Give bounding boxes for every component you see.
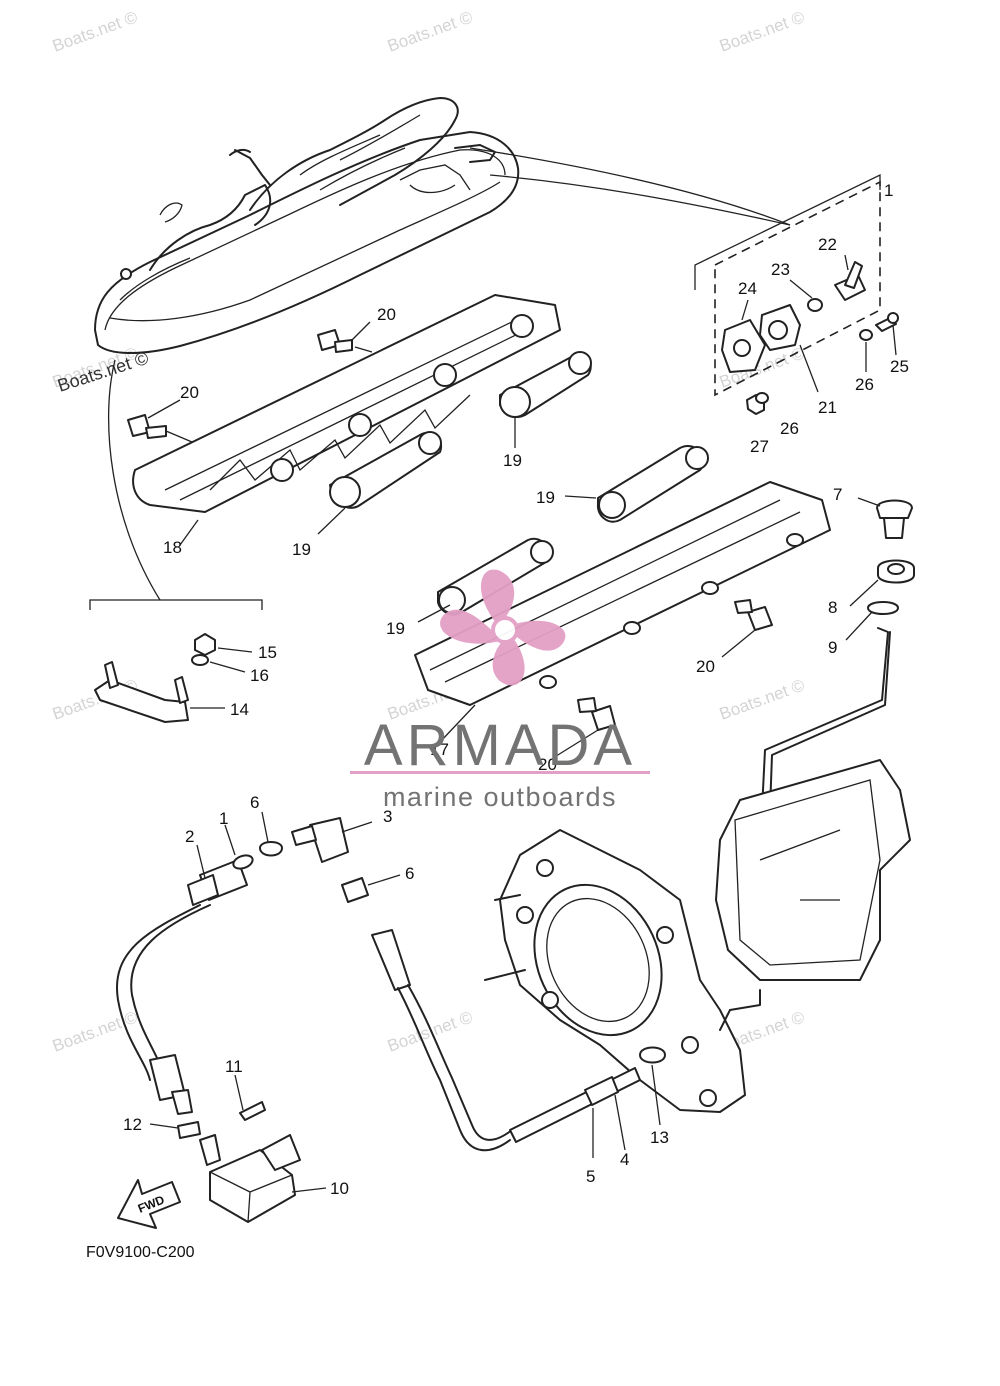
callout-19: 19 bbox=[536, 488, 555, 507]
callout-1: 1 bbox=[219, 809, 228, 828]
callout-6: 6 bbox=[405, 864, 414, 883]
callout-23: 23 bbox=[771, 260, 790, 279]
callout-11: 11 bbox=[225, 1057, 243, 1076]
callout-13: 13 bbox=[650, 1128, 669, 1147]
callout-18: 18 bbox=[163, 538, 182, 557]
diagram-code: F0V9100-C200 bbox=[86, 1244, 195, 1261]
brand-name: ARMADA bbox=[364, 713, 636, 778]
callout-2: 2 bbox=[185, 827, 194, 846]
callout-4: 4 bbox=[620, 1150, 629, 1169]
callout-19: 19 bbox=[292, 540, 311, 559]
leader-line bbox=[469, 147, 791, 226]
callout-1-top: 1 bbox=[884, 181, 893, 200]
callout-7: 7 bbox=[833, 485, 842, 504]
callout-5: 5 bbox=[586, 1167, 595, 1186]
control-unit-parts: 11 12 10 bbox=[123, 1057, 349, 1223]
callout-12: 12 bbox=[123, 1115, 142, 1134]
brand-divider bbox=[350, 771, 650, 774]
callout-6: 6 bbox=[250, 793, 259, 812]
leader-line bbox=[489, 174, 791, 226]
callout-17: 17 bbox=[430, 740, 449, 759]
bracket-inset: 15 16 14 bbox=[89, 599, 277, 723]
callout-8: 8 bbox=[828, 598, 837, 617]
callout-19: 19 bbox=[503, 451, 522, 470]
callout-27: 27 bbox=[750, 437, 769, 456]
callout-16: 16 bbox=[250, 666, 269, 685]
callout-19: 19 bbox=[386, 619, 405, 638]
callout-9: 9 bbox=[828, 638, 837, 657]
armada-logo: ARMADA marine outboards bbox=[350, 569, 650, 812]
callout-20: 20 bbox=[538, 755, 557, 774]
cooling-tube: 5 4 13 bbox=[509, 1046, 669, 1186]
callout-20: 20 bbox=[696, 657, 715, 676]
fwd-arrow-icon: FWD bbox=[117, 1179, 181, 1229]
watermark: Boats.net © bbox=[385, 7, 476, 55]
callout-14: 14 bbox=[230, 700, 249, 719]
watercraft-illustration bbox=[94, 97, 520, 354]
drain-plug-parts: 7 8 9 bbox=[761, 485, 915, 811]
watermark: Boats.net © bbox=[717, 675, 808, 723]
intake-parts: 1 2 6 3 6 bbox=[115, 793, 513, 1152]
callout-10: 10 bbox=[330, 1179, 349, 1198]
callout-20: 20 bbox=[377, 305, 396, 324]
leader-line bbox=[107, 359, 161, 601]
propeller-icon bbox=[440, 569, 566, 686]
brand-tagline: marine outboards bbox=[383, 782, 617, 812]
callout-3: 3 bbox=[383, 807, 392, 826]
callout-15: 15 bbox=[258, 643, 277, 662]
watermark: Boats.net © bbox=[385, 1007, 476, 1055]
drain-assembly-inset: 1 24 23 22 25 26 21 26 27 bbox=[694, 173, 909, 456]
watermark: Boats.net © bbox=[50, 7, 141, 55]
pump-housing bbox=[484, 759, 911, 1113]
callout-24: 24 bbox=[738, 279, 757, 298]
callout-21: 21 bbox=[818, 398, 837, 417]
watermark: Boats.net © bbox=[717, 7, 808, 55]
sponson-upper: 20 20 19 19 18 bbox=[127, 294, 592, 559]
callout-25: 25 bbox=[890, 357, 909, 376]
callout-22: 22 bbox=[818, 235, 837, 254]
callout-26: 26 bbox=[855, 375, 874, 394]
callout-26: 26 bbox=[780, 419, 799, 438]
callout-20: 20 bbox=[180, 383, 199, 402]
